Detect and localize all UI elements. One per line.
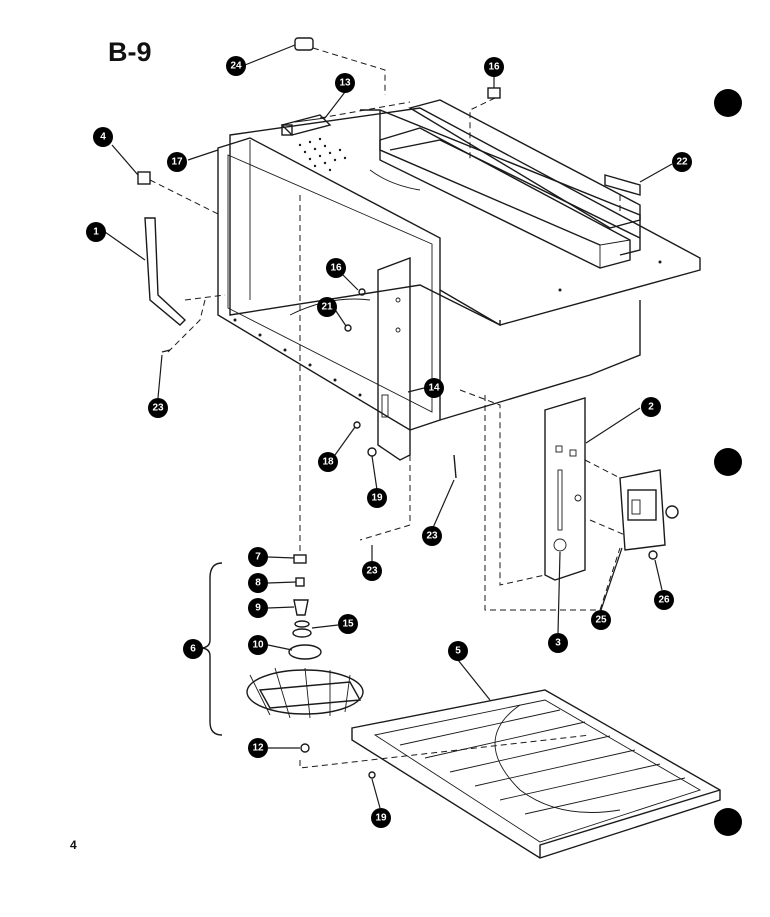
- part-1-strip: [144, 217, 187, 326]
- svg-text:6: 6: [190, 644, 196, 655]
- callout-25: 25: [591, 610, 611, 630]
- part-25-switch: [619, 469, 679, 551]
- callout-14: 14: [424, 378, 444, 398]
- callout-18: 18: [318, 452, 338, 472]
- svg-text:9: 9: [255, 603, 261, 614]
- svg-text:1: 1: [93, 227, 99, 238]
- binder-hole-middle: [714, 448, 742, 476]
- callout-23-middle: 23: [422, 526, 442, 546]
- callout-10: 10: [248, 635, 268, 655]
- vent-holes: [298, 137, 347, 172]
- callout-19-upper: 19: [367, 488, 387, 508]
- callout-21: 21: [317, 297, 337, 317]
- part-16-clip-top: [487, 87, 501, 99]
- callout-13: 13: [335, 73, 355, 93]
- svg-text:13: 13: [339, 78, 351, 89]
- part-26-screw: [648, 550, 658, 560]
- callout-22: 22: [672, 152, 692, 172]
- callout-16-lower: 16: [326, 258, 346, 278]
- callout-23-left: 23: [148, 398, 168, 418]
- part-4-knob: [137, 171, 151, 185]
- callout-26: 26: [654, 590, 674, 610]
- svg-text:19: 19: [375, 813, 387, 824]
- callout-5: 5: [448, 641, 468, 661]
- svg-text:22: 22: [676, 157, 688, 168]
- svg-text:21: 21: [321, 302, 333, 313]
- svg-text:23: 23: [426, 531, 438, 542]
- callout-4: 4: [93, 127, 113, 147]
- svg-text:25: 25: [595, 615, 607, 626]
- frame-screw-holes: [233, 260, 662, 397]
- callout-19-lower: 19: [371, 808, 391, 828]
- part-5-base-pan: [351, 689, 721, 859]
- svg-text:3: 3: [555, 638, 561, 649]
- svg-text:8: 8: [255, 578, 261, 589]
- callout-17: 17: [167, 152, 187, 172]
- callout-9: 9: [248, 598, 268, 618]
- part-22-connector: [604, 174, 641, 196]
- leader-lines: [104, 44, 673, 809]
- svg-text:16: 16: [330, 263, 342, 274]
- binder-holes: [714, 89, 742, 836]
- assembly-lines: [149, 47, 626, 769]
- part-2-control-panel: [544, 397, 586, 581]
- part-13-connector: [280, 114, 332, 136]
- binder-hole-bottom: [714, 808, 742, 836]
- callout-2: 2: [641, 397, 661, 417]
- svg-text:15: 15: [342, 619, 354, 630]
- svg-text:10: 10: [252, 640, 264, 651]
- callout-6: 6: [183, 639, 203, 659]
- svg-text:16: 16: [488, 62, 500, 73]
- svg-text:18: 18: [322, 457, 334, 468]
- part-24-clip: [294, 37, 314, 51]
- svg-text:5: 5: [455, 646, 461, 657]
- page-number: 4: [70, 838, 77, 852]
- svg-text:14: 14: [428, 383, 440, 394]
- svg-text:23: 23: [152, 403, 164, 414]
- callouts: 24 13 16 22 4 17 1 16 21 14 23 18 19 2 2…: [86, 56, 692, 828]
- part-12-nut: [300, 743, 310, 753]
- svg-text:24: 24: [230, 61, 242, 72]
- callout-12: 12: [248, 738, 268, 758]
- callout-16: 16: [484, 57, 504, 77]
- svg-text:2: 2: [648, 402, 654, 413]
- svg-text:23: 23: [366, 566, 378, 577]
- callout-24: 24: [226, 56, 246, 76]
- cabinet-housing: [217, 99, 701, 431]
- callout-23-lower: 23: [362, 561, 382, 581]
- svg-text:4: 4: [100, 132, 106, 143]
- svg-text:7: 7: [255, 552, 261, 563]
- callout-7: 7: [248, 547, 268, 567]
- part-6-brace: [199, 562, 223, 736]
- callout-1: 1: [86, 222, 106, 242]
- callout-3: 3: [548, 633, 568, 653]
- page-title: B-9: [108, 37, 152, 67]
- binder-hole-top: [714, 89, 742, 117]
- svg-text:26: 26: [658, 595, 670, 606]
- fan-blade: [246, 667, 364, 719]
- callout-15: 15: [338, 614, 358, 634]
- callout-8: 8: [248, 573, 268, 593]
- svg-text:19: 19: [371, 493, 383, 504]
- svg-text:12: 12: [252, 743, 264, 754]
- screws: [161, 288, 457, 779]
- part-14-bracket: [377, 256, 411, 461]
- svg-text:17: 17: [171, 157, 183, 168]
